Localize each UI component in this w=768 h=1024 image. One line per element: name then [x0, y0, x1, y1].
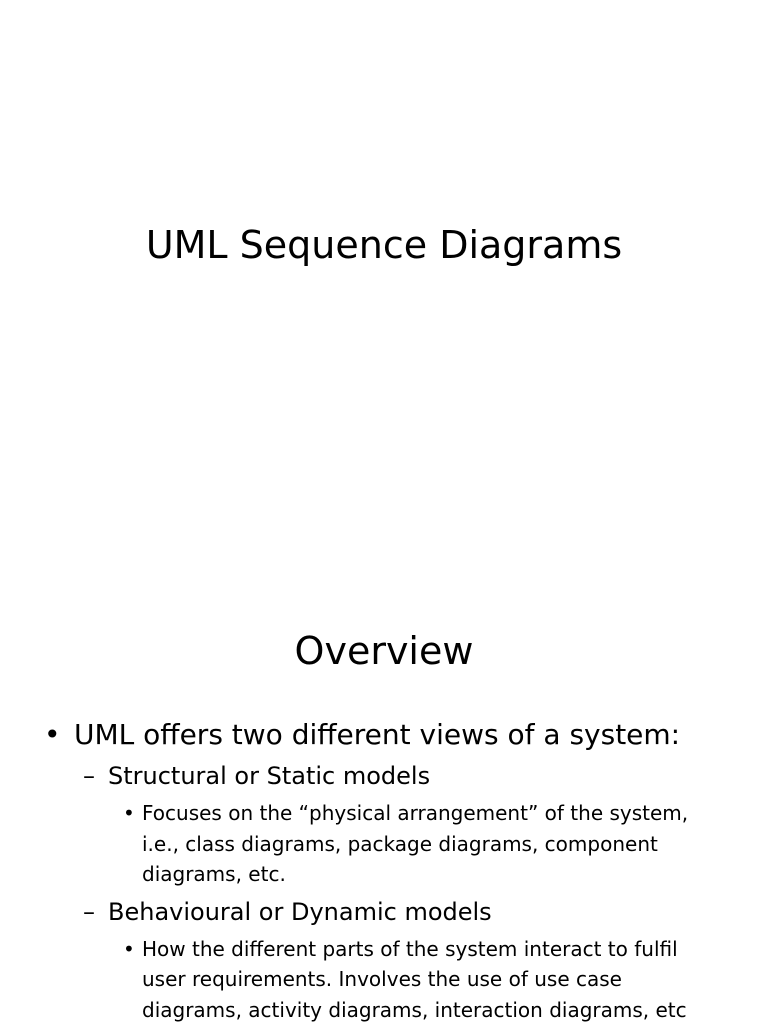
sub-bullet-item: – Behavioural or Dynamic models [0, 896, 768, 928]
dash-marker: – [83, 897, 95, 926]
sub-bullet-item: – Structural or Static models [0, 760, 768, 792]
bullet-list: • UML offers two different views of a sy… [0, 716, 768, 1024]
dash-marker: – [83, 762, 95, 790]
detail-bullet-item: • How the different parts of the system … [0, 934, 768, 1024]
slide-title: UML Sequence Diagrams [145, 223, 623, 267]
sub-bullet-text: Behavioural or Dynamic models [108, 897, 492, 926]
title-slide: UML Sequence Diagrams [145, 223, 623, 267]
overview-slide: Overview • UML offers two different view… [0, 576, 768, 1024]
detail-bullet-text: How the different parts of the system in… [142, 936, 687, 1022]
detail-bullet-item: • Focuses on the “physical arrangement” … [0, 798, 768, 890]
bullet-text: UML offers two different views of a syst… [74, 718, 681, 751]
detail-bullet-text: Focuses on the “physical arrangement” of… [142, 801, 689, 886]
bullet-marker: • [123, 801, 135, 825]
slide-title: Overview [294, 629, 474, 673]
bullet-item: • UML offers two different views of a sy… [0, 716, 768, 754]
bullet-marker: • [123, 936, 135, 961]
sub-bullet-text: Structural or Static models [108, 762, 431, 790]
bullet-marker: • [44, 718, 61, 751]
